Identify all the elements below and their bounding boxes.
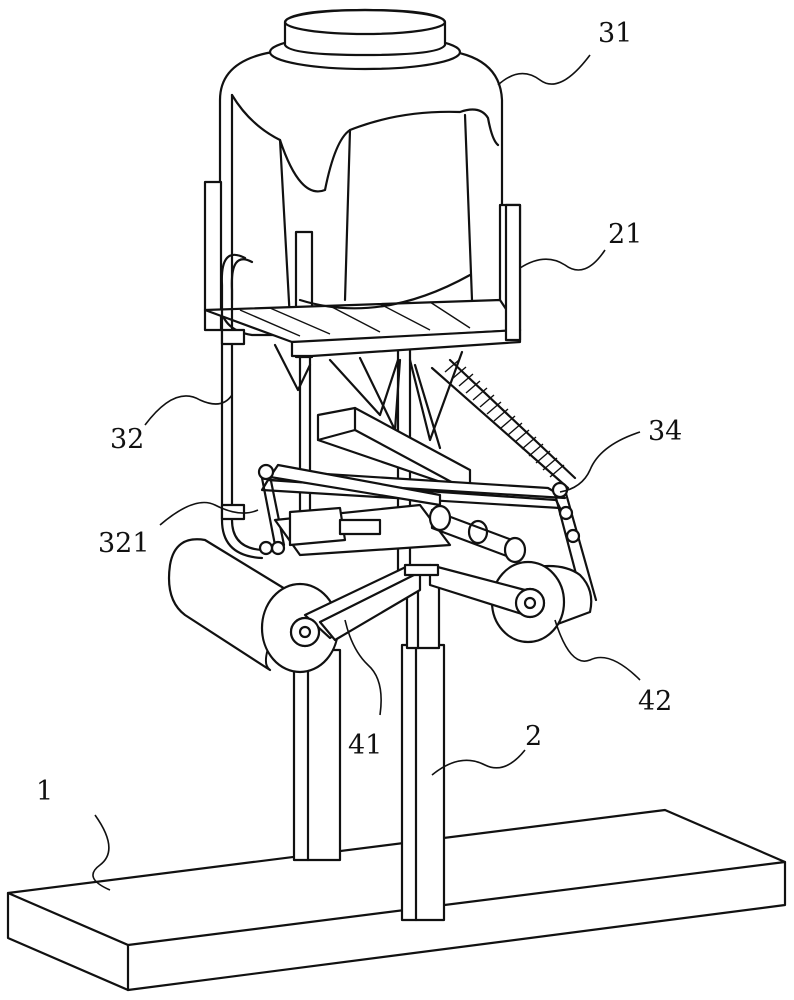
label-21: 21	[608, 219, 642, 250]
left-roller	[169, 539, 338, 672]
rear-column	[294, 650, 340, 860]
small-rollers	[430, 506, 525, 562]
label-32: 32	[110, 424, 144, 455]
label-42: 42	[638, 686, 672, 717]
label-2: 2	[525, 721, 542, 752]
label-31: 31	[598, 18, 632, 49]
label-41: 41	[348, 730, 382, 761]
tank	[220, 10, 502, 335]
label-1: 1	[36, 776, 53, 807]
label-321: 321	[98, 528, 150, 559]
platform	[275, 505, 450, 555]
base-plate	[8, 810, 785, 990]
front-column	[402, 570, 444, 920]
label-34: 34	[648, 416, 682, 447]
